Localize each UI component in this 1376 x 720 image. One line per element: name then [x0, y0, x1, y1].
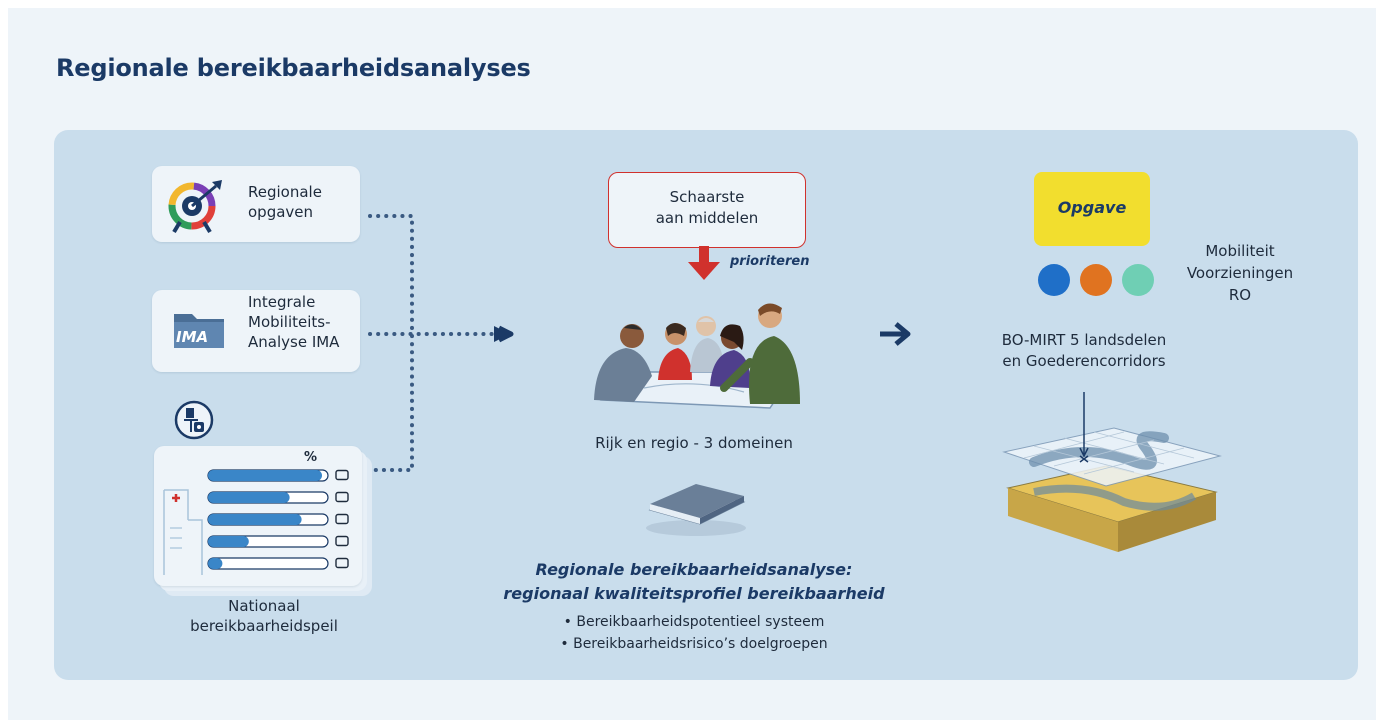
ima-card: IMA Integrale Mobiliteits- Analyse IMA	[152, 290, 360, 372]
target-arrow-icon	[168, 180, 222, 234]
analysis-title-line1: Regionale bereikbaarheidsanalyse:	[535, 560, 853, 579]
ima-badge: IMA	[176, 328, 209, 346]
national-label: Nationaal bereikbaarheidspeil	[190, 597, 338, 635]
prioritize-label: prioriteren	[730, 254, 810, 269]
bicycle-icon	[335, 491, 349, 503]
bar-fill	[208, 514, 302, 525]
reachability-bar-car	[207, 469, 349, 482]
layered-map-illustration	[1002, 392, 1222, 552]
domain-dot	[1122, 264, 1154, 296]
train-icon	[335, 535, 349, 547]
analysis-bullet: • Bereikbaarheidsrisico’s doelgroepen	[560, 636, 828, 652]
reachability-bar-ebike	[207, 513, 349, 526]
bar-fill	[208, 558, 223, 569]
meeting-illustration	[594, 303, 800, 409]
bo-mirt-label: BO-MIRT 5 landsdelen en Goederencorridor…	[1001, 331, 1167, 370]
reachability-bar-walking	[207, 557, 349, 570]
scarcity-label: Schaarste aan middelen	[655, 188, 759, 227]
scarcity-box: Schaarste aan middelen	[608, 172, 806, 248]
domain-label: RO	[1228, 286, 1252, 304]
ebike-icon	[335, 513, 349, 525]
down-arrow-icon	[688, 246, 720, 280]
domain-dot	[1038, 264, 1070, 296]
page-title: Regionale bereikbaarheidsanalyses	[56, 54, 531, 82]
ima-label: Integrale Mobiliteits- Analyse IMA	[248, 293, 340, 351]
national-card-stack: %	[154, 446, 372, 596]
regional-goals-label: Regionale opgaven	[248, 183, 322, 221]
car-icon	[335, 469, 349, 481]
dotted-connectors	[368, 214, 911, 472]
national-card: %	[154, 446, 362, 586]
meeting-caption: Rijk en regio - 3 domeinen	[595, 434, 793, 452]
pedestrian-icon	[335, 557, 349, 569]
bar-fill	[208, 470, 322, 481]
page: Regionale bereikbaarheidsanalyses Region…	[8, 8, 1376, 720]
percent-label: %	[304, 450, 318, 465]
domain-label: Voorzieningen	[1186, 264, 1294, 282]
book-icon	[646, 484, 746, 536]
folder-icon	[174, 314, 224, 348]
analysis-bullet: • Bereikbaarheidspotentieel systeem	[563, 614, 825, 630]
reachability-bar-bicycle	[207, 491, 349, 504]
reachability-bars-svg	[207, 469, 349, 570]
opgave-box: Opgave	[1034, 172, 1150, 246]
bar-fill	[208, 536, 249, 547]
hospital-building-icon	[163, 489, 203, 575]
analysis-title-line2: regionaal kwaliteitsprofiel bereikbaarhe…	[503, 584, 885, 603]
location-document-icon	[174, 400, 214, 440]
regional-goals-card: Regionale opgaven	[152, 166, 360, 242]
bar-fill	[208, 492, 290, 503]
domain-label: Mobiliteit	[1205, 242, 1275, 260]
domain-dot	[1080, 264, 1112, 296]
opgave-label: Opgave	[1057, 198, 1127, 217]
reachability-bar-public-transport	[207, 535, 349, 548]
diagram-panel: Regionale opgaven IMA Integrale Mobilite…	[54, 130, 1358, 680]
